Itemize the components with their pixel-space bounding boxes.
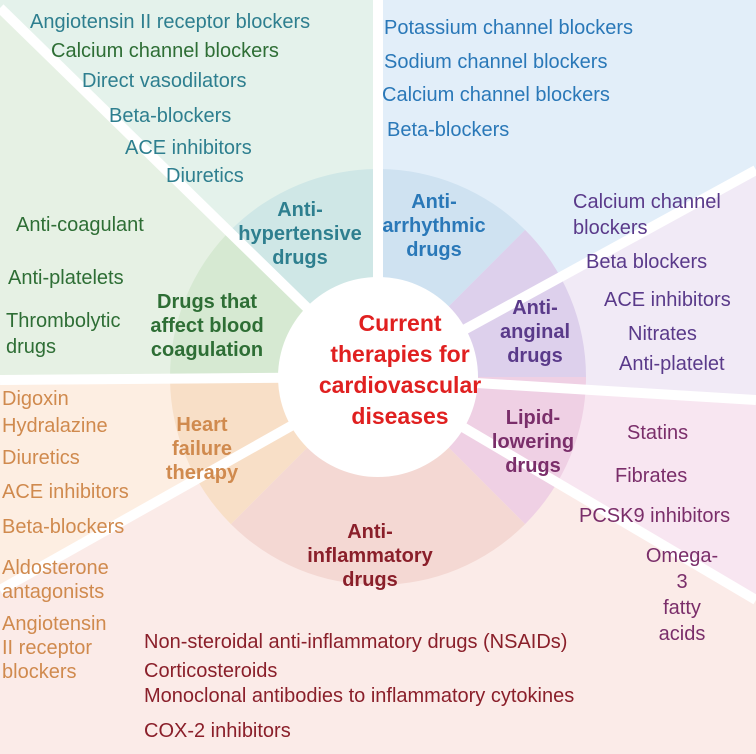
antihypertensive-label: Anti- hypertensive drugs xyxy=(238,199,362,269)
coagulation-sector xyxy=(170,229,309,377)
antianginal-item: Anti-platelet xyxy=(619,353,725,375)
lipid-item: Omega-3 fatty acids xyxy=(645,545,719,645)
antiarrhythmic-item: Calcium channel blockers xyxy=(382,84,610,106)
antihypertensive-item: Beta-blockers xyxy=(109,105,232,127)
antiinflammatory-sector xyxy=(230,446,526,586)
antiarrhythmic-label: Anti- arrhythmic drugs xyxy=(382,191,486,261)
antiinflammatory-item: Non-steroidal anti-inflammatory drugs (N… xyxy=(144,631,568,653)
antiinflammatory-item: Corticosteroids xyxy=(144,660,278,682)
antianginal-item: Calcium channel blockers xyxy=(573,191,721,239)
heartfailure-item: Digoxin xyxy=(2,388,69,410)
heartfailure-item: Angiotensin II receptor blockers xyxy=(2,613,107,683)
antiinflammatory-label: Anti- inflammatory drugs xyxy=(307,521,433,591)
coagulation-item: Anti-coagulant xyxy=(16,214,144,236)
antiinflammatory-item: Monoclonal antibodies to inflammatory cy… xyxy=(144,685,575,707)
heartfailure-label: Heart failure therapy xyxy=(165,414,239,484)
antianginal-item: Beta blockers xyxy=(586,251,708,273)
heartfailure-item: ACE inhibitors xyxy=(2,481,129,503)
ring xyxy=(170,169,587,586)
antiarrhythmic-sector xyxy=(378,169,526,308)
antianginal-item: ACE inhibitors xyxy=(604,289,731,311)
coagulation-label: Drugs that affect blood coagulation xyxy=(150,291,264,361)
heartfailure-item: Diuretics xyxy=(2,447,80,469)
antihypertensive-item: ACE inhibitors xyxy=(125,137,252,159)
heartfailure-item: Hydralazine xyxy=(2,415,108,437)
antianginal-item: Nitrates xyxy=(628,323,697,345)
antihypertensive-item: Angiotensin II receptor blockers xyxy=(30,11,311,33)
antihypertensive-item: Calcium channel blockers xyxy=(51,40,279,62)
lipid-label: Lipid- lowering drugs xyxy=(491,407,575,477)
antiarrhythmic-item: Beta-blockers xyxy=(387,119,510,141)
antihypertensive-item: Diuretics xyxy=(166,165,244,187)
antiarrhythmic-item: Sodium channel blockers xyxy=(384,51,608,73)
center-title: Current therapies for cardiovascular dis… xyxy=(318,310,482,429)
heartfailure-item: Beta-blockers xyxy=(2,516,125,538)
lipid-item: PCSK9 inhibitors xyxy=(579,505,731,527)
antianginal-label: Anti- anginal drugs xyxy=(499,297,571,367)
antiinflammatory-item: COX-2 inhibitors xyxy=(144,720,291,742)
coagulation-item: Thrombolytic drugs xyxy=(6,310,121,358)
heartfailure-item: Aldosterone antagonists xyxy=(2,557,109,603)
coagulation-item: Anti-platelets xyxy=(8,267,124,289)
antiarrhythmic-item: Potassium channel blockers xyxy=(384,17,634,39)
center-circle xyxy=(278,277,478,477)
lipid-sector xyxy=(447,377,587,525)
lipid-item: Statins xyxy=(627,422,689,444)
antihypertensive-item: Direct vasodilators xyxy=(82,70,247,92)
lipid-item: Fibrates xyxy=(615,465,688,487)
antihypertensive-sector xyxy=(230,169,378,308)
